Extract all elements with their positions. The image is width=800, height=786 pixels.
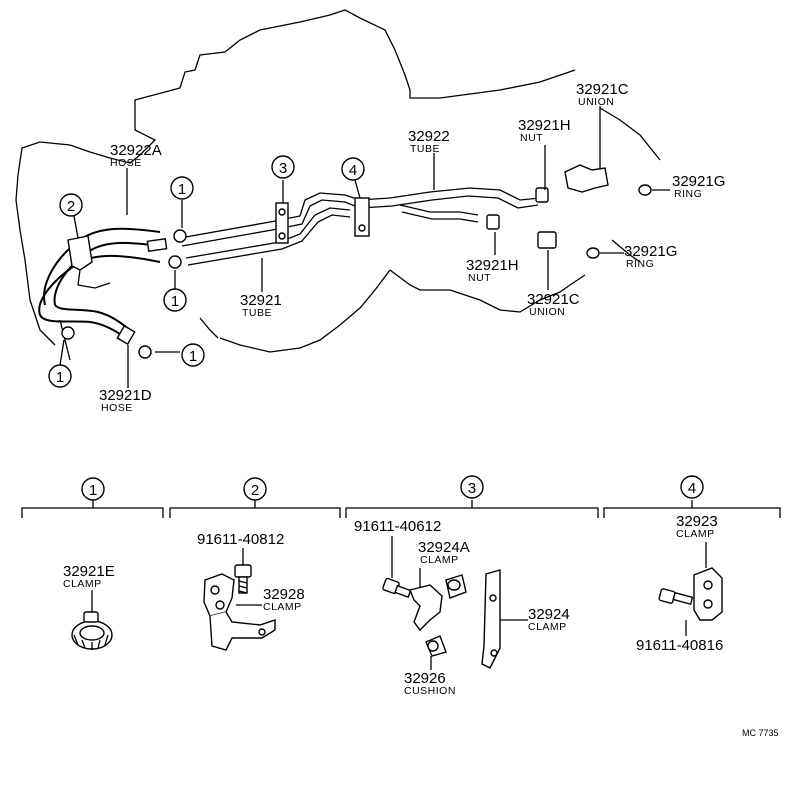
svg-text:TUBE: TUBE <box>242 307 272 319</box>
ring-32921G-mid <box>586 247 600 259</box>
bolt-91611-40816-icon <box>658 588 694 606</box>
callout-3: 3 <box>271 155 295 179</box>
label-32921D: 32921D <box>99 387 152 404</box>
svg-text:UNION: UNION <box>578 96 614 108</box>
label-32924A: 32924A <box>418 539 470 556</box>
svg-text:1: 1 <box>178 181 186 198</box>
clamp-32924A-icon <box>409 574 467 632</box>
clamp-1a <box>173 229 187 243</box>
bracket-2-on-hose <box>67 235 93 271</box>
svg-text:1: 1 <box>171 293 179 310</box>
section-3-detail: 91611-40612 32924A CLAMP 32926 CUSHION 3… <box>354 518 570 697</box>
section-2-callout: 2 <box>243 477 267 501</box>
callout-4: 4 <box>341 157 365 181</box>
section-dividers <box>21 500 781 518</box>
svg-text:TUBE: TUBE <box>410 143 440 155</box>
svg-text:HOSE: HOSE <box>110 157 142 169</box>
svg-text:CLAMP: CLAMP <box>420 554 459 566</box>
bolt-91611-40612-icon <box>382 577 412 599</box>
svg-text:CLAMP: CLAMP <box>528 621 567 633</box>
svg-text:CUSHION: CUSHION <box>404 685 456 697</box>
label-32928: 32928 <box>263 586 305 603</box>
svg-text:NUT: NUT <box>520 132 543 144</box>
svg-text:NUT: NUT <box>468 272 491 284</box>
section-1-callout: 1 <box>81 477 105 501</box>
svg-text:2: 2 <box>67 198 75 215</box>
svg-text:1: 1 <box>56 369 64 386</box>
clamp-32928-icon <box>203 573 276 651</box>
label-32921C-top: 32921C <box>576 81 629 98</box>
label-32921E: 32921E <box>63 563 115 580</box>
clamp-32921E-icon <box>71 611 113 650</box>
svg-text:RING: RING <box>626 258 654 270</box>
label-32921: 32921 <box>240 292 282 309</box>
bracket-4-on-tube <box>354 197 370 237</box>
section-3-callout: 3 <box>460 475 484 499</box>
label-32921G-mid: 32921G <box>624 243 677 260</box>
callout-1-a: 1 <box>170 176 194 200</box>
svg-text:RING: RING <box>674 188 702 200</box>
svg-text:1: 1 <box>89 482 97 499</box>
label-32922: 32922 <box>408 128 450 145</box>
clamp-1c <box>61 326 75 340</box>
label-32921C-mid: 32921C <box>527 291 580 308</box>
ring-32921G-top <box>638 184 652 196</box>
clamp-1b <box>168 255 182 269</box>
engine-outline <box>15 9 661 361</box>
label-32926: 32926 <box>404 670 446 687</box>
clamp-32924-icon <box>481 569 501 669</box>
svg-text:3: 3 <box>279 160 287 177</box>
section-4-callout: 4 <box>680 475 704 499</box>
svg-text:HOSE: HOSE <box>101 402 133 414</box>
cushion-32926-icon <box>425 635 447 657</box>
bolt-91611-40812-icon <box>234 564 252 594</box>
callout-1-c: 1 <box>181 343 205 367</box>
callout-1-d: 1 <box>48 364 72 388</box>
leader-lines <box>59 106 670 388</box>
union-32921C-mid <box>537 231 557 249</box>
svg-text:CLAMP: CLAMP <box>63 578 102 590</box>
svg-text:CLAMP: CLAMP <box>263 601 302 613</box>
label-32922A: 32922A <box>110 142 162 159</box>
label-32924: 32924 <box>528 606 570 623</box>
nut-32921H-top <box>535 187 549 203</box>
label-91611-40612: 91611-40612 <box>354 518 441 535</box>
svg-text:CLAMP: CLAMP <box>676 528 715 540</box>
clamp-32923-icon <box>693 567 723 621</box>
callouts-upper: 1 1 1 1 2 3 4 <box>48 155 365 388</box>
section-callouts: 1 2 3 4 <box>81 475 704 501</box>
svg-text:1: 1 <box>189 348 197 365</box>
svg-text:4: 4 <box>688 480 696 497</box>
labels-upper: 32922A HOSE 32922 TUBE 32921C UNION 3292… <box>99 81 725 414</box>
tube-assembly <box>179 187 541 266</box>
union-32921C-top <box>564 164 609 193</box>
svg-text:3: 3 <box>468 480 476 497</box>
callout-1-b: 1 <box>163 288 187 312</box>
label-32921G-top: 32921G <box>672 173 725 190</box>
clamp-1d <box>138 345 152 359</box>
fittings <box>486 164 652 259</box>
section-4-detail: 32923 CLAMP 91611-40816 <box>636 513 723 654</box>
label-91611-40816: 91611-40816 <box>636 637 723 654</box>
label-32921H-mid: 32921H <box>466 257 519 274</box>
label-91611-40812: 91611-40812 <box>197 531 284 548</box>
nut-32921H-mid <box>486 214 500 230</box>
svg-text:2: 2 <box>251 482 259 499</box>
section-2-detail: 91611-40812 32928 CLAMP <box>197 531 305 651</box>
section-1-detail: 32921E CLAMP <box>63 563 115 650</box>
label-32921H-top: 32921H <box>518 117 571 134</box>
callout-2: 2 <box>59 193 83 217</box>
svg-text:4: 4 <box>349 162 357 179</box>
label-32923: 32923 <box>676 513 718 530</box>
hose-assembly <box>38 227 187 359</box>
svg-text:UNION: UNION <box>529 306 565 318</box>
reference-code: MC 7735 <box>742 728 779 738</box>
